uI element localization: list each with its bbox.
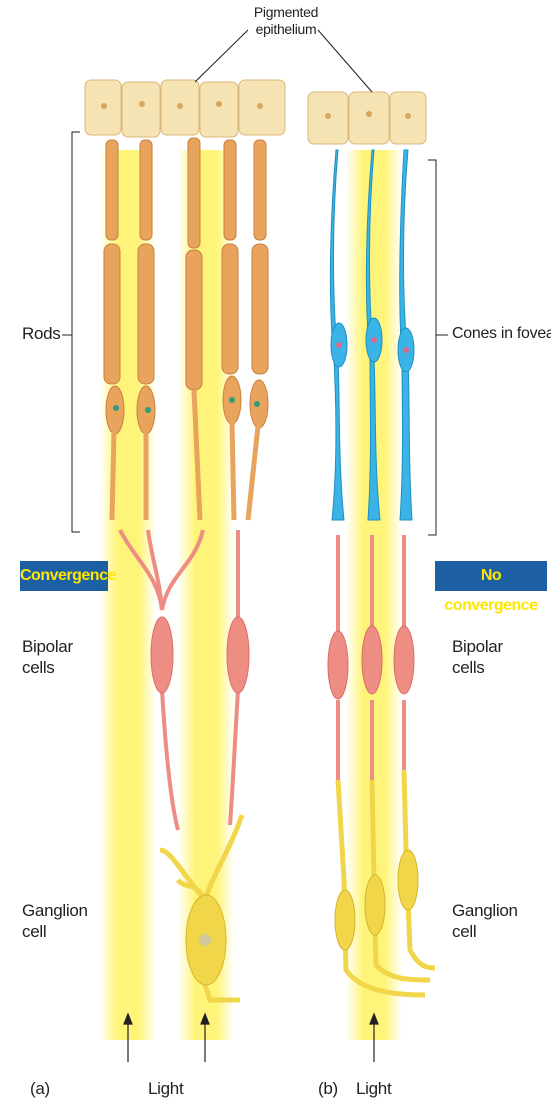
epithelium-nucleus xyxy=(139,101,145,107)
cone-cell xyxy=(330,150,347,520)
label-cones-in-fovea: Cones in fovea xyxy=(452,323,550,344)
label-pigmented-epithelium: Pigmented epithelium xyxy=(246,4,326,38)
epithelium-nucleus xyxy=(101,103,107,109)
bipolar-cell-body xyxy=(151,617,173,693)
bracket-left xyxy=(62,132,80,532)
epithelium-cell xyxy=(200,82,238,137)
epithelium-cell xyxy=(122,82,160,137)
epithelium-nucleus xyxy=(257,103,263,109)
label-light-a: Light xyxy=(148,1078,183,1099)
epithelium-nucleus xyxy=(325,113,331,119)
label-bipolar-cells-b: Bipolar cells xyxy=(452,636,503,678)
badge-convergence: Convergence xyxy=(20,561,108,591)
ganglion-cell-body xyxy=(335,890,355,950)
ganglion-cell-body xyxy=(398,850,418,910)
ganglion-cell-body xyxy=(365,875,385,935)
label-ganglion-cell-b: Ganglion cell xyxy=(452,900,518,942)
badge-no-convergence: No convergence xyxy=(435,561,547,591)
bracket-right xyxy=(428,160,448,535)
epithelium-nucleus xyxy=(366,111,372,117)
rod-cell xyxy=(248,140,268,520)
label-light-b: Light xyxy=(356,1078,391,1099)
bipolar-cell-body xyxy=(394,626,414,694)
epithelium-nucleus xyxy=(216,101,222,107)
bipolar-cell-body xyxy=(227,617,249,693)
label-panel-b: (b) xyxy=(318,1078,338,1099)
bipolar-cell-body xyxy=(328,631,348,699)
label-rods: Rods xyxy=(22,323,61,344)
pigmented-epithelium xyxy=(85,80,426,144)
bipolar-cell-body xyxy=(362,626,382,694)
epithelium-cell xyxy=(349,92,389,144)
label-bipolar-cells-a: Bipolar cells xyxy=(22,636,73,678)
light-arrows xyxy=(124,1014,378,1062)
epithelium-nucleus xyxy=(405,113,411,119)
label-ganglion-cell-a: Ganglion cell xyxy=(22,900,88,942)
epithelium-nucleus xyxy=(177,103,183,109)
label-panel-a: (a) xyxy=(30,1078,50,1099)
